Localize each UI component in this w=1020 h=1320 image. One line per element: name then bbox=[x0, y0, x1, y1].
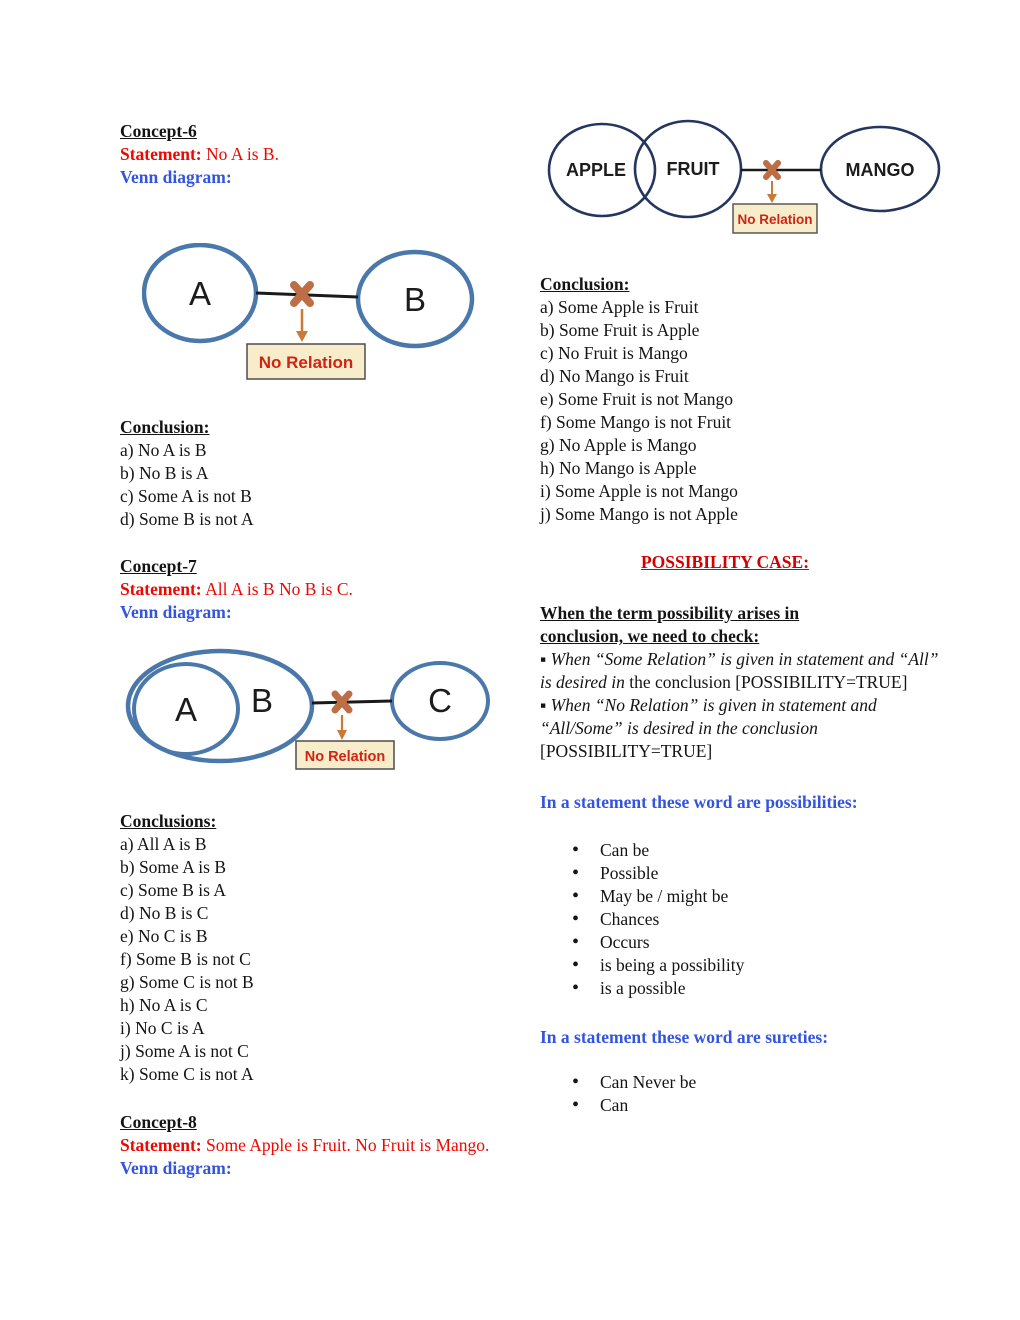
no-relation-label: No Relation bbox=[259, 353, 353, 372]
conclusion-item: a) No A is B bbox=[120, 440, 207, 460]
conclusion-item: a) Some Apple is Fruit bbox=[540, 297, 699, 317]
conclusion-item: a) All A is B bbox=[120, 834, 207, 854]
concept8-statement: Statement: Some Apple is Fruit. No Fruit… bbox=[120, 1135, 490, 1155]
statement-label: Statement: bbox=[120, 1135, 202, 1155]
venn-label-mango: MANGO bbox=[846, 160, 915, 180]
list-item: is a possible bbox=[540, 977, 982, 1000]
conclusion-item: i) Some Apple is not Mango bbox=[540, 481, 738, 501]
venn-circle-b bbox=[355, 249, 475, 349]
venn-diagram-concept7: No Relation A B C bbox=[125, 648, 490, 770]
no-relation-box bbox=[246, 343, 366, 380]
venn-circle-a-inner bbox=[132, 662, 240, 756]
conclusion-item: e) No C is B bbox=[120, 926, 208, 946]
concept6-statement: Statement: No A is B. bbox=[120, 144, 279, 164]
conclusion-item: d) Some B is not A bbox=[120, 509, 254, 529]
conclusion-heading: Conclusion: bbox=[120, 417, 210, 437]
conclusion-item: b) Some Fruit is Apple bbox=[540, 320, 700, 340]
concept7-venn-label: Venn diagram: bbox=[120, 602, 232, 622]
venn-label-apple: APPLE bbox=[566, 160, 626, 180]
left-column: Concept-6 Statement: No A is B. Venn dia… bbox=[120, 120, 515, 1180]
arrow-head-icon bbox=[337, 730, 347, 740]
arrow-head-icon bbox=[767, 194, 777, 203]
right-column: No Relation APPLE FRUIT MANGO Conclusion… bbox=[540, 118, 982, 1117]
list-item: Can Never be bbox=[540, 1071, 982, 1094]
conclusion-item: b) No B is A bbox=[120, 463, 209, 483]
concept7-conclusions: Conclusions: a) All A is B b) Some A is … bbox=[120, 810, 515, 1086]
possibilities-word-list: Can be Possible May be / might be Chance… bbox=[540, 839, 982, 1000]
list-item: Can be bbox=[540, 839, 982, 862]
conclusion-item: i) No C is A bbox=[120, 1018, 205, 1038]
conclusion-item: f) Some Mango is not Fruit bbox=[540, 412, 732, 432]
possibility-rules: ▪ When “Some Relation” is given in state… bbox=[540, 648, 940, 763]
possibility-case-heading: POSSIBILITY CASE: bbox=[640, 552, 810, 572]
concept8-block: Concept-8 Statement: Some Apple is Fruit… bbox=[120, 1111, 515, 1180]
venn-label-b: B bbox=[251, 682, 273, 719]
list-item: Possible bbox=[540, 862, 982, 885]
possibility-rule: ▪ When “Some Relation” is given in state… bbox=[540, 649, 939, 692]
list-item: Occurs bbox=[540, 931, 982, 954]
conclusion-item: k) Some C is not A bbox=[120, 1064, 254, 1084]
concept6-venn-label: Venn diagram: bbox=[120, 167, 232, 187]
concept7-block: Concept-7 Statement: All A is B No B is … bbox=[120, 555, 515, 624]
concept6-conclusion: Conclusion: a) No A is B b) No B is A c)… bbox=[120, 416, 515, 531]
conclusion-item: c) Some A is not B bbox=[120, 486, 252, 506]
possibilities-words-heading: In a statement these word are possibilit… bbox=[540, 792, 858, 812]
venn-label-c: C bbox=[428, 682, 452, 719]
venn-label-a: A bbox=[189, 275, 211, 312]
conclusion-item: h) No A is C bbox=[120, 995, 208, 1015]
venn-circle-apple bbox=[547, 122, 657, 218]
list-item: May be / might be bbox=[540, 885, 982, 908]
cross-icon bbox=[763, 160, 781, 180]
possibility-check-heading: When the term possibility arises in conc… bbox=[540, 603, 800, 646]
venn-circle-b-outer bbox=[125, 648, 315, 764]
concept8-venn-label: Venn diagram: bbox=[120, 1158, 232, 1178]
no-relation-label: No Relation bbox=[737, 212, 812, 227]
no-relation-label: No Relation bbox=[305, 749, 386, 765]
list-item: Chances bbox=[540, 908, 982, 931]
conclusions-heading: Conclusions: bbox=[120, 811, 217, 831]
concept8-conclusion: Conclusion: a) Some Apple is Fruit b) So… bbox=[540, 273, 982, 526]
conclusion-item: d) No Mango is Fruit bbox=[540, 366, 689, 386]
venn-diagram-concept6: No Relation A B bbox=[142, 243, 475, 380]
list-item: is being a possibility bbox=[540, 954, 982, 977]
conclusion-item: d) No B is C bbox=[120, 903, 209, 923]
conclusion-item: j) Some A is not C bbox=[120, 1041, 249, 1061]
concept6-heading: Concept-6 bbox=[120, 121, 197, 141]
concept7-heading: Concept-7 bbox=[120, 556, 197, 576]
connector-line bbox=[311, 699, 393, 705]
conclusion-item: c) No Fruit is Mango bbox=[540, 343, 688, 363]
concept7-statement: Statement: All A is B No B is C. bbox=[120, 579, 353, 599]
venn-label-fruit: FRUIT bbox=[667, 159, 720, 179]
statement-label: Statement: bbox=[120, 144, 202, 164]
sureties-words-heading: In a statement these word are sureties: bbox=[540, 1027, 829, 1047]
sureties-word-list: Can Never be Can bbox=[540, 1071, 982, 1117]
no-relation-box bbox=[732, 203, 818, 234]
list-item: Can bbox=[540, 1094, 982, 1117]
statement-label: Statement: bbox=[120, 579, 202, 599]
conclusion-item: g) Some C is not B bbox=[120, 972, 254, 992]
conclusion-item: c) Some B is A bbox=[120, 880, 226, 900]
venn-label-b: B bbox=[404, 281, 426, 318]
conclusion-item: h) No Mango is Apple bbox=[540, 458, 697, 478]
conclusion-item: b) Some A is B bbox=[120, 857, 226, 877]
venn-label-a: A bbox=[175, 691, 197, 728]
conclusion-item: j) Some Mango is not Apple bbox=[540, 504, 738, 524]
cross-icon bbox=[331, 690, 353, 714]
arrow-head-icon bbox=[296, 331, 308, 342]
concept8-heading: Concept-8 bbox=[120, 1112, 197, 1132]
possibility-rule: ▪ When “No Relation” is given in stateme… bbox=[540, 695, 877, 761]
conclusion-item: e) Some Fruit is not Mango bbox=[540, 389, 733, 409]
no-relation-box bbox=[295, 740, 395, 770]
cross-icon bbox=[290, 281, 314, 307]
conclusion-item: f) Some B is not C bbox=[120, 949, 251, 969]
conclusion-heading: Conclusion: bbox=[540, 274, 630, 294]
conclusion-item: g) No Apple is Mango bbox=[540, 435, 697, 455]
venn-diagram-concept8: No Relation APPLE FRUIT MANGO bbox=[547, 119, 941, 234]
